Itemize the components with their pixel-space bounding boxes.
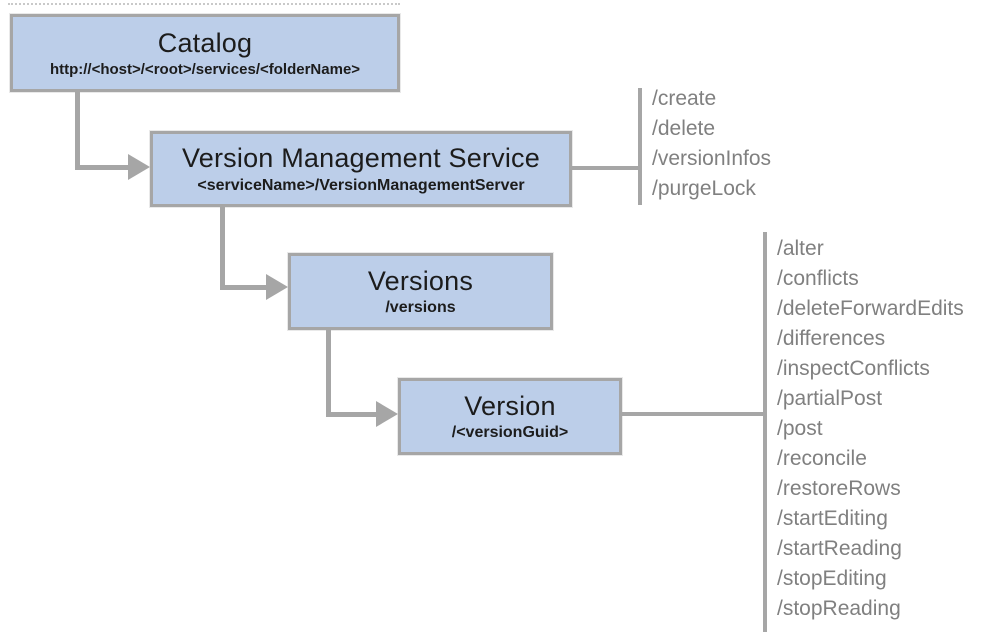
connector-versions-version-vertical — [326, 330, 331, 417]
vms-url-pattern: <serviceName>/VersionManagementServer — [197, 176, 525, 194]
version-operation: /reconcile — [777, 447, 867, 470]
node-version-management-service: Version Management Service <serviceName>… — [150, 131, 572, 207]
connector-vms-versions-horizontal — [220, 285, 268, 290]
connector-vms-versions-vertical — [220, 205, 225, 290]
version-operation: /startReading — [777, 537, 902, 560]
versions-title: Versions — [367, 265, 474, 296]
vms-operations-list: /create /delete /versionInfos /purgeLock — [652, 84, 771, 204]
vms-operation: /create — [652, 87, 717, 110]
vms-operation: /versionInfos — [652, 147, 772, 170]
version-operation: /startEditing — [777, 507, 888, 530]
connector-version-ops-horizontal — [622, 412, 763, 416]
version-operation: /partialPost — [777, 387, 883, 410]
connector-catalog-vms-vertical — [75, 92, 80, 170]
arrowhead-into-vms-icon — [128, 154, 150, 180]
version-operation: /deleteForwardEdits — [777, 297, 964, 320]
connector-catalog-vms-horizontal — [75, 165, 130, 170]
version-operation: /stopReading — [777, 597, 901, 620]
version-operation: /inspectConflicts — [777, 357, 930, 380]
vms-title: Version Management Service — [182, 143, 540, 174]
vms-ops-bracket-bar — [638, 88, 642, 205]
vms-operation: /purgeLock — [652, 177, 756, 200]
version-operation: /alter — [777, 237, 824, 260]
version-operation: /conflicts — [777, 267, 859, 290]
version-title: Version — [464, 390, 556, 421]
node-versions: Versions /versions — [288, 253, 553, 330]
node-version: Version /<versionGuid> — [398, 378, 622, 455]
node-catalog: Catalog http://<host>/<root>/services/<f… — [10, 14, 400, 92]
versions-url-pattern: /versions — [385, 299, 456, 317]
top-dotted-artifact-line — [8, 3, 400, 5]
arrowhead-into-version-icon — [376, 401, 398, 427]
catalog-title: Catalog — [157, 27, 253, 58]
version-url-pattern: /<versionGuid> — [451, 424, 569, 442]
vms-operation: /delete — [652, 117, 716, 140]
arrowhead-into-versions-icon — [266, 274, 288, 300]
version-operation: /restoreRows — [777, 477, 901, 500]
version-operation: /stopEditing — [777, 567, 887, 590]
connector-vms-ops-horizontal — [572, 166, 640, 170]
connector-versions-version-horizontal — [326, 412, 378, 417]
version-operations-list: /alter /conflicts /deleteForwardEdits /d… — [777, 234, 964, 624]
version-operation: /post — [777, 417, 823, 440]
version-ops-bracket-bar — [763, 232, 767, 632]
version-operation: /differences — [777, 327, 886, 350]
catalog-url-pattern: http://<host>/<root>/services/<folderNam… — [49, 61, 361, 79]
